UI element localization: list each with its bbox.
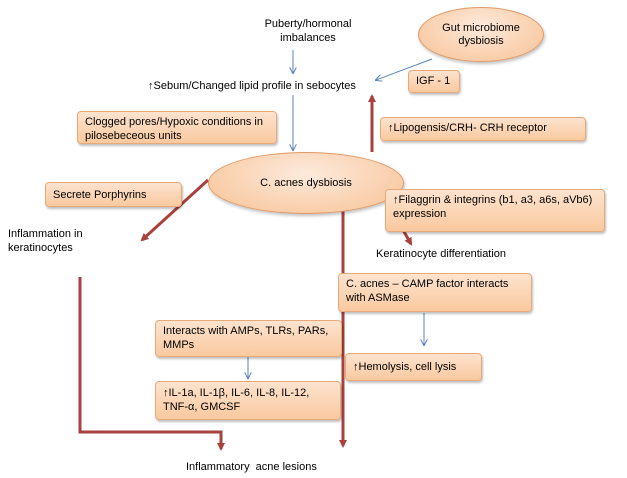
c-acnes-label: C. acnes dysbiosis bbox=[260, 177, 352, 190]
puberty-label: Puberty/hormonal imbalances bbox=[258, 17, 358, 45]
hemolysis-box: ↑Hemolysis, cell lysis bbox=[345, 353, 482, 381]
interacts-amps-box: Interacts with AMPs, TLRs, PARs, MMPs bbox=[155, 320, 342, 357]
arrow-inflammation-to-lesions bbox=[80, 277, 221, 449]
interleukins-box: ↑IL-1a, IL-1β, IL-6, IL-8, IL-12, TNF-α,… bbox=[155, 381, 341, 420]
filaggrin-box: ↑Filaggrin & integrins (b1, a3, a6s, aVb… bbox=[385, 189, 605, 232]
inflammatory-lesions-label: Inflammatory acne lesions bbox=[186, 460, 317, 474]
sebum-label: ↑Sebum/Changed lipid profile in sebocyte… bbox=[148, 79, 356, 93]
clogged-pores-box: Clogged pores/Hypoxic conditions in pilo… bbox=[77, 111, 277, 144]
igf-box: IGF - 1 bbox=[408, 70, 460, 93]
c-acnes-dysbiosis-ellipse: C. acnes dysbiosis bbox=[208, 152, 404, 214]
gut-label: Gut microbiome dysbiosis bbox=[441, 22, 521, 48]
inflammation-label: Inflammation in keratinocytes bbox=[8, 227, 108, 255]
keratinocyte-diff-label: Keratinocyte differentiation bbox=[376, 247, 506, 261]
secrete-porphyrins-box: Secrete Porphyrins bbox=[45, 182, 182, 207]
camp-factor-box: C. acnes – CAMP factor interacts with AS… bbox=[338, 273, 532, 312]
gut-microbiome-ellipse: Gut microbiome dysbiosis bbox=[418, 7, 544, 62]
lipogenesis-box: ↑Lipogensis/CRH- CRH receptor bbox=[380, 117, 586, 141]
